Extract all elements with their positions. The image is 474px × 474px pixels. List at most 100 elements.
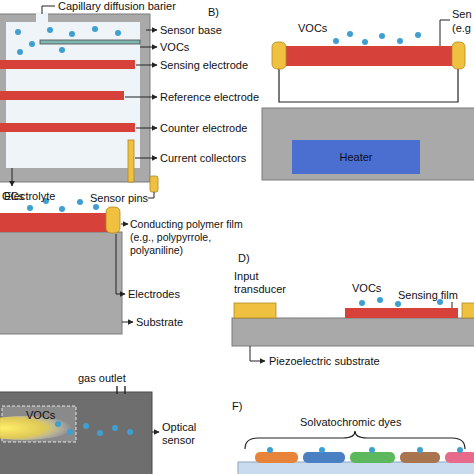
part-label: OCs [2,190,24,203]
barrier-membrane [40,40,140,44]
drawing-part [359,300,365,306]
drawing-part [347,31,353,37]
curly-bracket [245,431,465,449]
part-label: Sensing film [398,289,458,302]
drawing-part [15,29,21,35]
drawing-part [136,65,157,66]
drawing-part [136,128,157,129]
drawing-part [115,30,121,36]
electrochemical-sensor [0,6,158,198]
drawing-part [93,204,99,210]
part-label: VOCs [26,409,55,422]
circuit-wire [279,68,458,102]
part-label: Solvatochromic dyes [300,416,402,429]
drawing-part [83,423,89,429]
sensing-electrode [0,60,135,69]
substrate [238,462,474,474]
part-label: Conducting polymer film (e.g., polypyrro… [130,218,250,257]
drawing-part [122,322,133,323]
gas-outlet-pipe [117,386,125,394]
drawing-part [116,234,125,294]
dye-array [238,431,474,474]
drawing-part [69,31,75,37]
sensor-base [0,14,150,182]
heated-sensor [262,20,474,180]
input-transducer [234,303,276,318]
part-label: VOCs [352,282,381,295]
drawing-part [47,27,53,33]
drawing-part [27,205,33,211]
polymer-sensor [0,198,133,334]
part-label: Substrate [136,316,183,329]
leader-line [440,20,450,46]
drawing-part [250,346,265,361]
drawing-part [154,192,155,198]
drawing-part [116,386,117,394]
dye-spot [400,452,440,463]
voc-dots [267,447,463,453]
drawing-part [12,168,13,186]
drawing-part [125,97,157,98]
drawing-part [417,447,423,453]
drawing-part [148,198,154,199]
part-label: Sensor base [160,24,222,37]
part-label: Input transducer [234,270,294,296]
drawing-part [377,297,383,303]
voc-dots [55,421,133,436]
sensing-film [345,308,458,318]
part-label: Optical sensor [162,421,212,447]
dye-spot [255,452,298,463]
dye-spot [350,452,395,463]
part-label: Piezoelectric substrate [269,355,380,368]
piezoelectric-substrate [232,318,474,346]
drawing-part [55,421,61,427]
leader-line [152,432,159,433]
drawing-part [333,38,339,44]
drawing-part [319,447,325,453]
reference-electrode [0,91,124,100]
drawing-part [59,47,65,53]
drawing-part [369,447,375,453]
part-label: Capillary diffusion barier [58,0,176,13]
dye-spot [445,452,474,463]
drawing-part [457,447,463,453]
drawing-part [112,425,118,431]
part-label: gas outlet [78,372,126,385]
drawing-part [362,39,368,45]
heater-box: Heater [292,140,420,174]
drawing-part [379,33,385,39]
drawing-part [29,41,35,47]
leader-lines [12,30,157,198]
part-label: Counter electrode [160,122,247,135]
part-label: Reference electrode [160,91,259,104]
drawing-part [146,30,157,31]
part-label: (e.g [452,22,471,35]
part-label: Sen [452,8,472,21]
drawing-part [17,49,23,55]
part-label: B) [208,6,219,19]
drawing-part [415,32,421,38]
part-label: Current collectors [160,152,246,165]
drawing-part [77,199,83,205]
electrode [452,42,465,69]
drawing-part [124,386,125,394]
drawing-part [67,429,73,435]
part-label: F) [232,400,242,413]
counter-electrode [0,123,135,132]
drawing-part [97,430,103,436]
electrode [272,42,286,69]
drawing-part [135,158,157,159]
drawing-part [452,302,453,308]
substrate [0,232,122,334]
leader-lines [250,302,452,361]
substrate [262,108,474,180]
sensor-pin [150,176,158,192]
voc-dots [333,31,421,45]
drawing-part [395,301,401,307]
part-label: VOCs [160,41,189,54]
drawing-part [140,47,157,48]
electrode [106,207,120,233]
drawing-part [92,26,98,32]
optical-chamber [0,386,159,474]
